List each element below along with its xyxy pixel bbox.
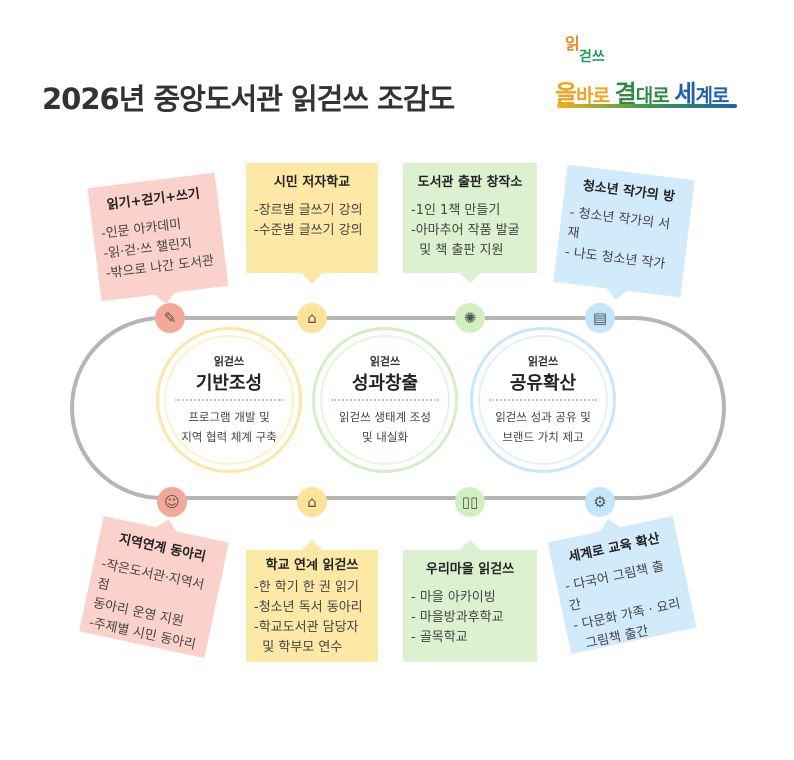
card-global-education: 세계로 교육 확산 - 다국어 그림책 출간- 다문화 가족 · 요리 그림책 … <box>547 515 697 655</box>
page-title: 2026년 중앙도서관 읽걷쓰 조감도 <box>42 82 455 116</box>
logo-underline <box>557 104 737 108</box>
card-village: 우리마을 읽걷쓰 - 마을 아카이빙- 마을방과후학교- 골목학교 <box>403 539 537 662</box>
school-icon: ⌂ <box>297 303 327 333</box>
card-youth-author-room: 청소년 작가의 방 - 청소년 작가의 서재- 나도 청소년 작가 <box>553 164 695 300</box>
lightbulb-icon: ✺ <box>455 303 485 333</box>
roadmap-track <box>70 316 726 500</box>
people-icon: ☺ <box>157 487 187 517</box>
bookshelf-icon: ▤ <box>585 303 615 333</box>
reading-walking-icon: ✎ <box>155 303 185 333</box>
logo-text-top2: 걷쓰 <box>579 49 605 65</box>
logo-text-top: 읽 <box>565 34 580 53</box>
card-school-linked: 학교 연계 읽걷쓰 -한 학기 한 권 읽기-청소년 독서 동아리-학교도서관 … <box>246 539 378 662</box>
card-library-publishing: 도서관 출판 창작소 -1인 1책 만들기-아마추어 작품 발굴 및 책 출판 … <box>403 163 537 284</box>
global-group-icon: ⚙ <box>585 487 615 517</box>
book-icon: ▯▯ <box>455 487 485 517</box>
card-citizen-author-school: 시민 저자학교 -장르별 글쓰기 강의-수준별 글쓰기 강의 <box>246 163 378 284</box>
card-reading-walking-writing: 읽기+걷기+쓰기 -인문 아카데미-읽·걷·쓰 챌린지-밖으로 나간 도서관 <box>87 172 229 304</box>
logo-slogan: 올바로 결대로 세계로 <box>555 80 729 108</box>
houses-icon: ⌂ <box>297 487 327 517</box>
brand-logo: 읽 걷쓰 올바로 결대로 세계로 <box>555 28 755 118</box>
